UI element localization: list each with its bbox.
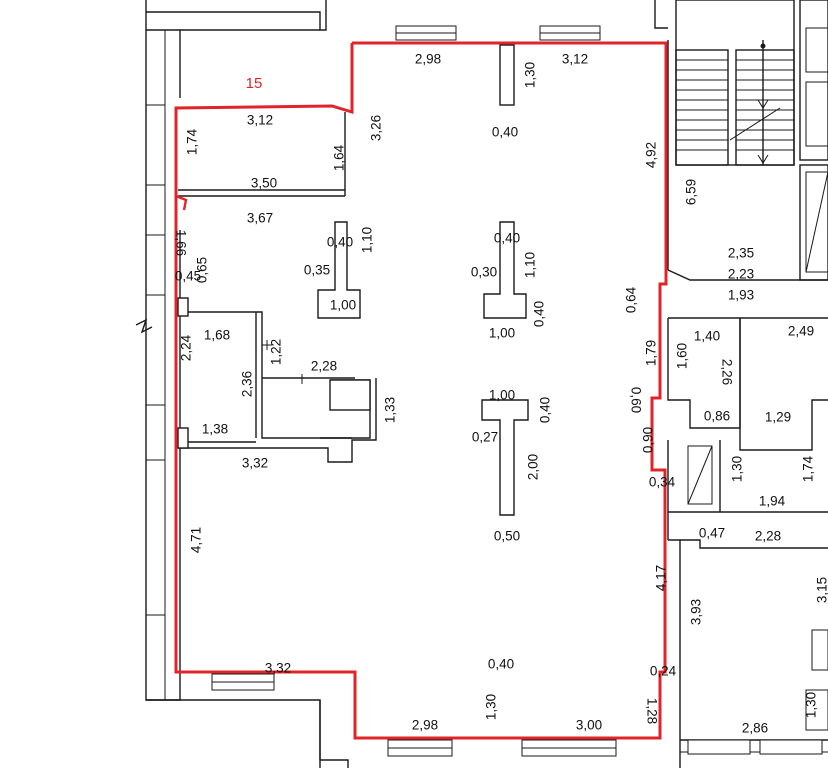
dimension-label: 3,15 <box>815 577 828 603</box>
dimension-label: 3,93 <box>689 599 704 625</box>
dimension-label: 2,98 <box>415 52 441 67</box>
dimension-label: 3,12 <box>247 113 273 128</box>
dimension-label: 1,00 <box>330 298 356 313</box>
dimension-labels: 2,98 3,12 1,30 3,12 3,26 0,40 1,74 1,64 4,92 6,59… <box>173 52 828 736</box>
dimension-label: 4,17 <box>654 565 669 591</box>
dimension-label: 1,10 <box>360 227 375 253</box>
dimension-label: 0,40 <box>494 231 520 246</box>
room-number: 15 <box>246 75 263 92</box>
dimension-label: 1,00 <box>489 326 515 341</box>
dimension-label: 3,26 <box>369 115 384 141</box>
dimension-label: 3,32 <box>242 456 268 471</box>
dimension-label: 0,47 <box>699 526 725 541</box>
dimension-label: 0,64 <box>624 286 639 313</box>
dimension-label: 1,30 <box>730 456 745 482</box>
dimension-label: 0,40 <box>488 657 514 672</box>
dimension-label: 4,92 <box>644 142 659 168</box>
dimension-label: 0,34 <box>649 475 676 490</box>
dimension-label: 1,28 <box>644 698 659 724</box>
dimension-label: 1,74 <box>185 128 200 155</box>
dimension-label: 0,24 <box>650 664 677 679</box>
dimension-label: 1,40 <box>694 329 720 344</box>
dimension-label: 0,90 <box>641 427 656 453</box>
dimension-label: 6,59 <box>684 179 699 205</box>
dimension-label: 1,30 <box>484 694 499 720</box>
dimension-label: 2,00 <box>526 454 541 480</box>
dimension-label: 1,94 <box>759 494 786 509</box>
dimension-label: 1,93 <box>728 288 754 303</box>
dimension-label: 2,86 <box>742 721 768 736</box>
room-15-boundary <box>175 194 188 211</box>
dimension-label: 0,86 <box>704 409 730 424</box>
dimension-label: 1,60 <box>675 343 690 369</box>
dimension-label: 1,68 <box>204 328 230 343</box>
dimension-label: 1,38 <box>202 422 228 437</box>
dimension-label: 3,50 <box>251 176 277 191</box>
highlighted-premises-outline <box>174 41 668 740</box>
dimension-label: 0,40 <box>532 301 547 327</box>
dimension-label: 2,28 <box>311 359 337 374</box>
premises-boundary <box>174 41 668 740</box>
dimension-label: 3,32 <box>265 661 291 676</box>
dimension-label: 0,27 <box>472 430 498 445</box>
dimension-label: 2,26 <box>719 359 734 385</box>
dimension-label: 1,29 <box>765 410 791 425</box>
dimension-label: 2,35 <box>728 246 754 261</box>
dimension-label: 3,12 <box>562 52 588 67</box>
dimension-label: 2,49 <box>788 324 814 339</box>
dimension-label: 2,23 <box>728 267 754 282</box>
dimension-label: 0,40 <box>327 235 353 250</box>
dimension-label: 1,74 <box>801 455 816 482</box>
dimension-label: 0,50 <box>494 529 520 544</box>
dimension-label: 0,40 <box>492 125 518 140</box>
dimension-label: 1,30 <box>804 692 819 718</box>
dimension-label: 0,60 <box>628 387 643 413</box>
dimension-label: 3,67 <box>247 211 273 226</box>
dimension-label: 1,00 <box>489 388 515 403</box>
windows <box>211 25 823 757</box>
dimension-label: 1,33 <box>383 397 398 423</box>
dimension-label: 0,45 <box>175 269 201 284</box>
dimension-label: 2,36 <box>240 371 255 397</box>
dimension-label: 2,98 <box>412 718 438 733</box>
columns <box>317 44 529 516</box>
dimension-label: 1,22 <box>269 339 284 365</box>
dimension-label: 1,10 <box>523 252 538 278</box>
dimension-label: 0,40 <box>538 397 553 423</box>
dimension-label: 0,30 <box>471 265 497 280</box>
dimension-label: 3,00 <box>576 718 602 733</box>
dimension-label: 1,79 <box>644 340 659 366</box>
dimension-label: 1,64 <box>332 144 347 171</box>
dimension-label: 4,71 <box>189 527 204 553</box>
dimension-label: 0,35 <box>304 263 330 278</box>
staircase <box>675 0 828 281</box>
dimension-label: 1,30 <box>523 62 538 88</box>
dimension-label: 1,66 <box>173 230 188 256</box>
partition-walls <box>177 112 377 463</box>
dimension-label: 0,65 <box>195 257 210 283</box>
dimension-label: 2,28 <box>755 529 781 544</box>
dimension-label: 2,24 <box>179 334 194 361</box>
